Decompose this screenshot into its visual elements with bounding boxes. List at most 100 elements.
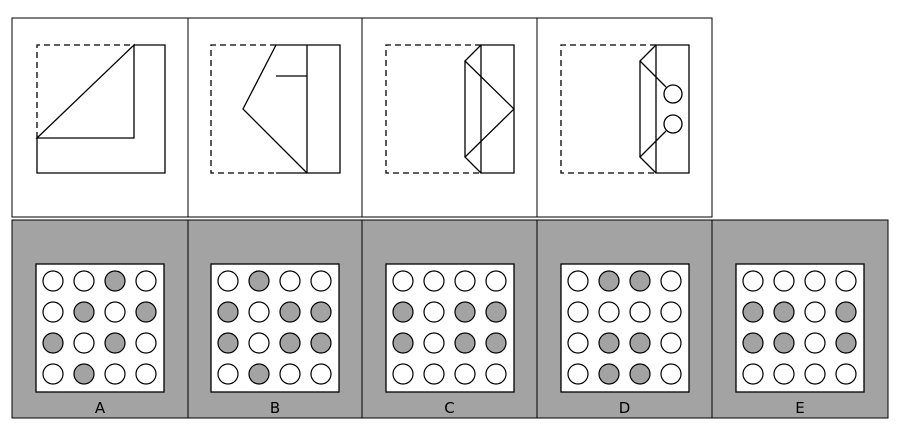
dashed-original-edge [210, 44, 276, 174]
hole-punched [598, 332, 620, 354]
hole-empty [104, 301, 126, 323]
hole-punched [629, 332, 651, 354]
hole-punched [217, 332, 239, 354]
hole-empty [42, 301, 64, 323]
hole-empty [135, 270, 157, 292]
hole-punched [598, 363, 620, 385]
hole-empty [248, 332, 270, 354]
hole-punched [217, 301, 239, 323]
hole-empty [217, 363, 239, 385]
hole-empty [135, 332, 157, 354]
hole-empty [248, 301, 270, 323]
hole-empty [660, 332, 682, 354]
hole-empty [567, 301, 589, 323]
hole-empty [804, 363, 826, 385]
hole-punched [104, 332, 126, 354]
hole-empty [660, 363, 682, 385]
hole-punched [835, 332, 857, 354]
hole-punched [73, 301, 95, 323]
paper-outline [276, 44, 341, 174]
folded-tip-lower [639, 130, 667, 174]
hole-empty [423, 301, 445, 323]
hole-empty [567, 363, 589, 385]
answer-option-e[interactable]: E [711, 219, 889, 419]
folded-flap [242, 44, 308, 174]
hole-empty [310, 363, 332, 385]
dashed-original-edge [560, 44, 656, 174]
folding-step-4 [560, 44, 690, 174]
paper-outline [36, 44, 166, 174]
hole-empty [135, 363, 157, 385]
paper-strip [480, 44, 515, 174]
hole-punched [248, 363, 270, 385]
hole-empty [835, 363, 857, 385]
hole-empty [773, 363, 795, 385]
hole-punched [629, 270, 651, 292]
hole-empty [454, 363, 476, 385]
hole-empty [279, 270, 301, 292]
hole-punched [773, 332, 795, 354]
hole-punched [42, 332, 64, 354]
hole-empty [42, 363, 64, 385]
option-label: E [795, 399, 804, 417]
hole-empty [742, 363, 764, 385]
folding-step-1 [35, 43, 166, 174]
folding-step-2 [210, 44, 341, 174]
punched-hole [663, 84, 683, 104]
hole-punched [742, 332, 764, 354]
answer-option-c[interactable]: C [361, 219, 538, 419]
hole-empty [567, 270, 589, 292]
hole-empty [804, 270, 826, 292]
answer-option-d[interactable]: D [536, 219, 713, 419]
hole-empty [392, 270, 414, 292]
hole-empty [423, 363, 445, 385]
folding-steps-row [11, 17, 713, 218]
dashed-original-edge [385, 44, 481, 174]
hole-empty [392, 363, 414, 385]
hole-empty [804, 332, 826, 354]
hole-punched [310, 301, 332, 323]
hole-punched [598, 270, 620, 292]
hole-empty [73, 332, 95, 354]
hole-punched [629, 363, 651, 385]
answer-option-a[interactable]: A [11, 219, 189, 419]
hole-punched [773, 301, 795, 323]
hole-empty [742, 270, 764, 292]
answer-option-b[interactable]: B [187, 219, 363, 419]
hole-punched [392, 332, 414, 354]
hole-empty [660, 270, 682, 292]
hole-empty [660, 301, 682, 323]
hole-empty [217, 270, 239, 292]
folding-step-3 [385, 44, 515, 174]
option-label: A [95, 399, 106, 417]
hole-punched [454, 332, 476, 354]
hole-empty [454, 270, 476, 292]
hole-punched [135, 301, 157, 323]
hole-empty [598, 301, 620, 323]
folded-tip-upper [639, 44, 667, 88]
hole-empty [73, 270, 95, 292]
hole-empty [629, 301, 651, 323]
hole-punched [279, 301, 301, 323]
hole-punched [310, 332, 332, 354]
hole-empty [567, 332, 589, 354]
hole-punched [248, 270, 270, 292]
option-label: C [444, 399, 454, 417]
hole-punched [742, 301, 764, 323]
dashed-original-edge [36, 44, 134, 138]
hole-empty [835, 270, 857, 292]
hole-punched [73, 363, 95, 385]
hole-empty [485, 270, 507, 292]
option-label: B [270, 399, 280, 417]
paper-strip [655, 44, 690, 174]
hole-empty [42, 270, 64, 292]
answer-options-row: A B C D E [11, 219, 889, 419]
hole-empty [423, 270, 445, 292]
hole-punched [104, 270, 126, 292]
option-label: D [619, 399, 631, 417]
punched-hole [663, 114, 683, 134]
folded-triangle-flap [35, 43, 135, 139]
hole-empty [485, 363, 507, 385]
hole-empty [423, 332, 445, 354]
